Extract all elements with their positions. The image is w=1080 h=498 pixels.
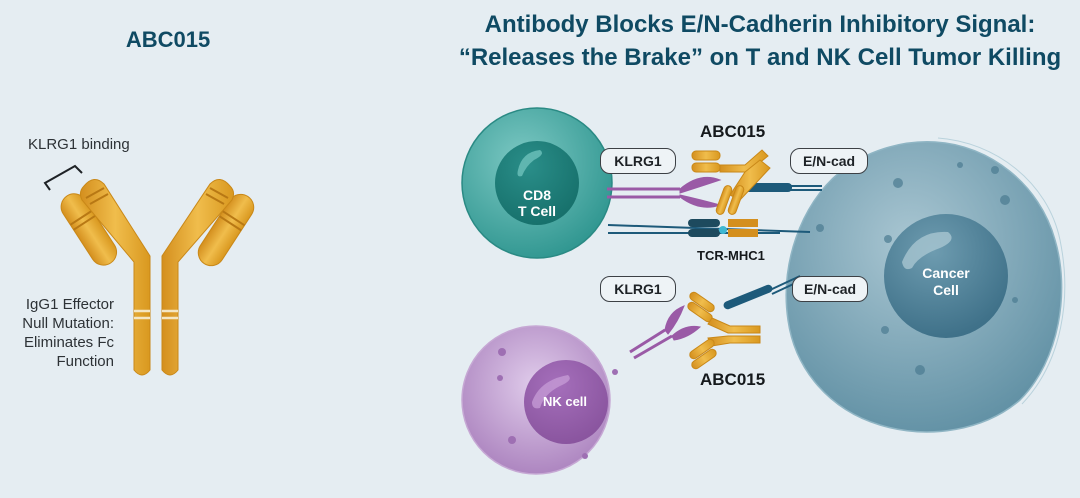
encad-label-top: E/N-cad — [790, 148, 868, 174]
fc-note-line: IgG1 Effector — [25, 296, 114, 313]
klrg1-receptor-top — [607, 177, 722, 208]
nk-cell-label: NK cell — [543, 394, 587, 409]
fc-mutation-note: IgG1 Effector Null Mutation: Eliminates … — [10, 295, 114, 371]
tcr-mhc-complex — [607, 219, 811, 237]
heavy-chain-right — [161, 179, 235, 376]
tcr-mhc1-label: TCR-MHC1 — [697, 248, 765, 263]
null-mutation-marks — [134, 309, 178, 320]
fc-note-line: Function — [56, 353, 114, 370]
nk-cell-nucleus — [524, 360, 608, 444]
diagram-title: Antibody Blocks E/N-Cadherin Inhibitory … — [440, 8, 1080, 74]
klrg1-label-bottom: KLRG1 — [600, 276, 676, 302]
light-chain-left — [60, 193, 118, 266]
nk-cell: NK cell — [461, 325, 618, 475]
antibody-illustration — [43, 164, 255, 376]
antibody-label-top: ABC015 — [700, 122, 766, 141]
title-line-1: Antibody Blocks E/N-Cadherin Inhibitory … — [484, 11, 1036, 38]
klrg1-label-top: KLRG1 — [600, 148, 676, 174]
t-cell: CD8 T Cell — [461, 107, 613, 259]
cancer-cell-label-1: Cancer — [922, 265, 970, 281]
cancer-cell: Cancer Cell — [785, 137, 1066, 433]
light-chain-right — [197, 193, 255, 267]
heavy-chain-left — [79, 179, 151, 376]
title-line-2: “Releases the Brake” on T and NK Cell Tu… — [458, 44, 1062, 71]
t-cell-nucleus — [495, 141, 579, 225]
cancer-cell-label-2: Cell — [933, 282, 959, 298]
binding-bracket — [43, 164, 83, 191]
antibody-label-bottom: ABC015 — [700, 370, 766, 389]
fc-note-line: Null Mutation: — [22, 315, 114, 332]
fc-note-line: Eliminates Fc — [23, 334, 114, 351]
klrg1-binding-label: KLRG1 binding — [28, 136, 130, 153]
t-cell-label-2: T Cell — [518, 203, 556, 219]
antibody-top — [691, 149, 771, 215]
antibody-bottom — [687, 291, 761, 370]
t-cell-label-1: CD8 — [523, 187, 551, 203]
klrg1-receptor-bottom — [629, 305, 702, 360]
encad-label-bottom: E/N-cad — [792, 276, 868, 302]
left-panel-title: ABC015 — [125, 27, 211, 52]
